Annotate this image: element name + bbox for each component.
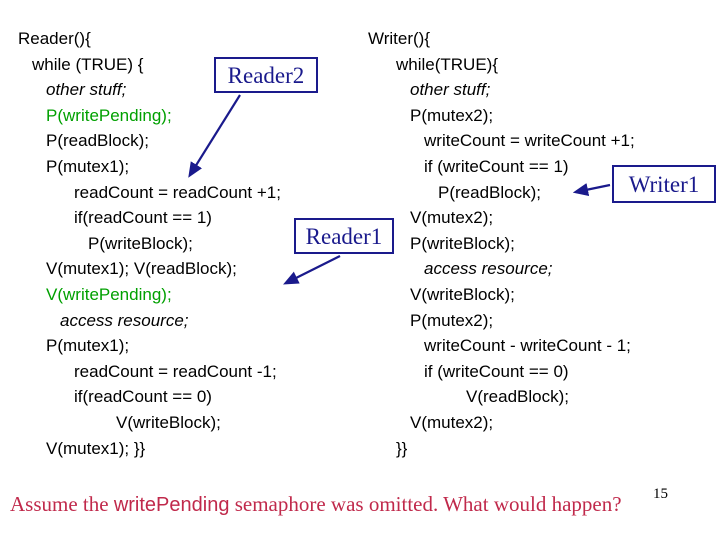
writer-code-line: P(mutex2); bbox=[410, 310, 494, 330]
caption-part-1: Assume the bbox=[10, 492, 114, 516]
writer-code-line: P(readBlock); bbox=[438, 182, 541, 202]
reader-code-line: other stuff; bbox=[46, 80, 127, 100]
reader-code-line: V(mutex1); }} bbox=[46, 438, 146, 458]
writer-code-line: P(mutex2); bbox=[410, 105, 494, 125]
reader-code-line: P(writePending); bbox=[46, 105, 172, 125]
writer-code-block: Writer(){ while(TRUE){ other stuff; P(mutex… bbox=[368, 26, 720, 461]
callout-writer1[interactable]: Writer1 bbox=[612, 165, 716, 203]
reader-code-line: P(readBlock); bbox=[46, 131, 149, 151]
writer-code-line: writeCount - writeCount - 1; bbox=[424, 336, 631, 356]
writer-code-line: while(TRUE){ bbox=[396, 54, 499, 74]
reader-code-line: P(mutex1); bbox=[46, 156, 130, 176]
writer-code-line: V(writeBlock); bbox=[410, 284, 515, 304]
writer-code-line: if (writeCount == 1) bbox=[424, 156, 569, 176]
writer-code-line: }} bbox=[396, 438, 408, 458]
reader-code-line: V(mutex1); V(readBlock); bbox=[46, 259, 237, 279]
reader-code-line: V(writePending); bbox=[46, 284, 172, 304]
reader-code-block: Reader(){ while (TRUE) { other stuff; P(wri… bbox=[18, 26, 378, 461]
writer-code-line: V(readBlock); bbox=[466, 387, 569, 407]
writer-code-line: P(writeBlock); bbox=[410, 233, 515, 253]
reader-code-line: readCount = readCount +1; bbox=[74, 182, 281, 202]
reader-code-line: readCount = readCount -1; bbox=[74, 361, 277, 381]
reader-code-line: if(readCount == 0) bbox=[74, 387, 212, 407]
reader-code-line: V(writeBlock); bbox=[116, 412, 221, 432]
caption-part-2: semaphore was omitted. What would happen… bbox=[229, 492, 622, 516]
writer-code-line: access resource; bbox=[424, 259, 553, 279]
reader-code-line: access resource; bbox=[60, 310, 189, 330]
writer-code-line: V(mutex2); bbox=[410, 208, 494, 228]
reader-code-line: Reader(){ bbox=[18, 29, 91, 48]
reader-code-line: if(readCount == 1) bbox=[74, 208, 212, 228]
writer-code-line: Writer(){ bbox=[368, 29, 431, 48]
writer-code-line: other stuff; bbox=[410, 80, 491, 100]
writer-code-line: V(mutex2); bbox=[410, 412, 494, 432]
reader-code-line: P(mutex1); bbox=[46, 336, 130, 356]
writer-code-line: writeCount = writeCount +1; bbox=[424, 131, 635, 151]
reader-code-line: P(writeBlock); bbox=[88, 233, 193, 253]
page-number: 15 bbox=[653, 486, 668, 502]
callout-reader2[interactable]: Reader2 bbox=[214, 57, 318, 93]
caption-highlight-term: writePending bbox=[113, 494, 230, 516]
slide-caption: Assume the writePending semaphore was om… bbox=[10, 492, 716, 517]
writer-code-line: if (writeCount == 0) bbox=[424, 361, 569, 381]
reader-code-line: while (TRUE) { bbox=[32, 54, 144, 74]
callout-reader1[interactable]: Reader1 bbox=[294, 218, 394, 254]
